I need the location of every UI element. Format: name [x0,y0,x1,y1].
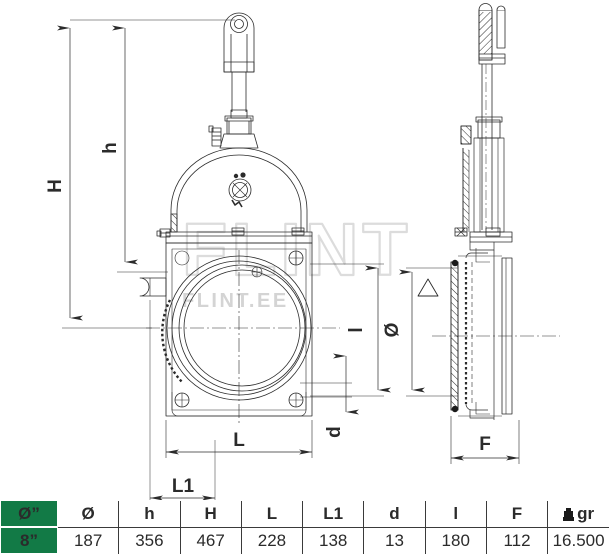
bore-detail-mark [252,267,262,277]
svg-text:FLINT: FLINT [182,208,412,291]
value-L: 228 [241,527,302,554]
dimension-label-h: h [100,142,121,154]
dimension-l: l [310,264,384,396]
table-value-row: 8” 187 356 467 228 138 13 180 112 16.500 [1,527,609,554]
value-L1: 138 [303,527,364,554]
dimension-d: d [300,356,352,438]
gland-assembly [220,116,258,148]
flange-bolt-hole [289,251,303,265]
dimension-label-L: L [233,430,245,451]
valve-technical-drawing: FLINT FLINT.EE [0,0,609,500]
column-header-l: l [425,501,486,528]
dimension-label-H: H [45,179,66,193]
front-view [140,13,340,425]
valve-stem [231,72,247,118]
side-stem [482,64,492,230]
column-header-L: L [241,501,302,528]
seal-dot [452,260,458,266]
column-header-H: H [180,501,241,528]
dimension-L: L [166,420,312,458]
dimension-label-L1: L1 [172,476,195,497]
dimension-label-l: l [346,327,367,332]
bonnet-dome [171,148,307,232]
bonnet-bolt [232,228,244,235]
body-side-lug [140,278,166,296]
side-bonnet-flange [470,232,512,242]
manufacturer-stamp [229,172,251,207]
weight-icon [563,508,574,521]
column-header-h: h [119,501,180,528]
flange-bolt-hole [175,393,189,407]
value-H: 467 [180,527,241,554]
value-F: 112 [486,527,547,554]
seal-dot [452,406,458,412]
value-d: 13 [364,527,425,554]
column-header-weight: gr [548,501,609,528]
value-weight: 16.500 [548,527,609,554]
side-gland [474,117,504,232]
dimension-h: h [100,28,168,272]
table-header-row: Ø” Ø h H L L1 d l F gr [1,501,609,528]
flange-bolt-hole [175,251,189,265]
dimension-label-d: d [324,426,345,438]
spec-table-element: Ø” Ø h H L L1 d l F gr 8” 187 356 467 22… [0,500,609,554]
dimension-label-F: F [479,434,491,455]
column-header-F: F [486,501,547,528]
value-diameter: 187 [58,527,119,554]
weight-unit-label: gr [577,504,594,523]
dimension-H: H [45,28,152,328]
side-bonnet-wall [463,148,469,232]
column-header-L1: L1 [303,501,364,528]
side-gate-wedge [466,248,490,414]
column-header-d: d [364,501,425,528]
dimension-F: F [451,416,519,464]
flow-direction-marker [418,279,438,296]
flange-bolt-hole [289,393,303,407]
value-l: 180 [425,527,486,554]
bonnet-neck-lug [209,126,221,146]
value-h: 356 [119,527,180,554]
side-view [418,4,560,421]
table-key-value: 8” [1,527,58,554]
stem-clevis [224,13,254,72]
table-key-header: Ø” [1,501,58,528]
bonnet-bolt [292,228,304,235]
column-header-diameter: Ø [58,501,119,528]
bonnet-flange [157,228,312,243]
svg-text:FLINT.EE: FLINT.EE [182,290,289,312]
side-body [451,242,512,420]
dimension-diameter: Ø [382,268,458,396]
side-neck-lug [461,126,471,144]
side-clevis [479,4,505,65]
dimension-label-diameter: Ø [382,323,403,338]
specification-table: Ø” Ø h H L L1 d l F gr 8” 187 356 467 22… [0,500,609,553]
